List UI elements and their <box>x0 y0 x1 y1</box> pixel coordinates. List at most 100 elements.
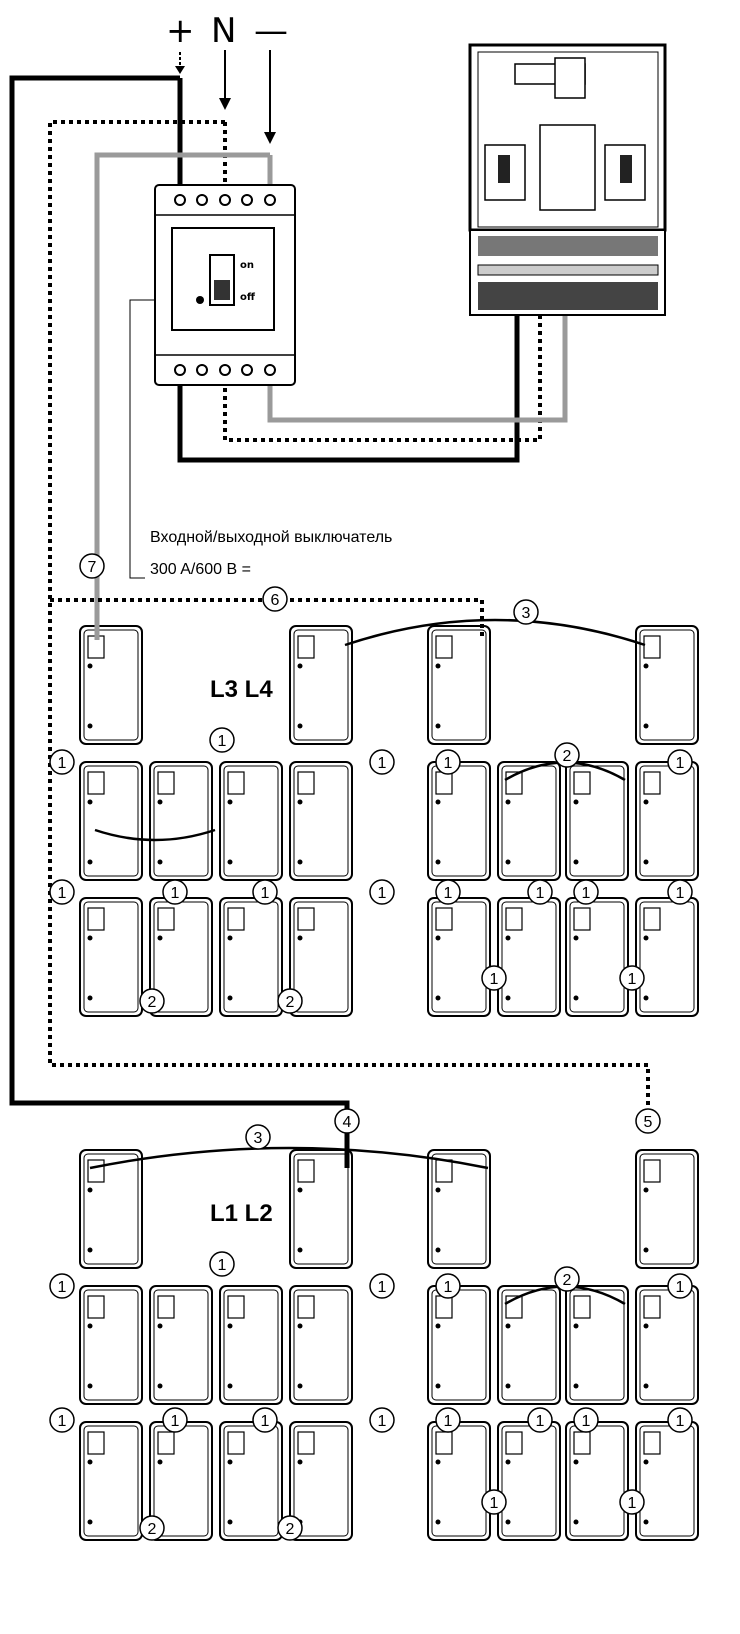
breaker-terminal <box>219 364 231 376</box>
breaker-terminal <box>241 194 253 206</box>
callout-number: 5 <box>644 1114 653 1131</box>
callout-c1: 1 <box>209 1251 235 1277</box>
callout-c1: 1 <box>619 1489 645 1515</box>
battery <box>289 897 353 1017</box>
callout-c1: 1 <box>49 1407 75 1433</box>
arrowhead-neutral <box>219 98 231 110</box>
breaker: on off <box>154 184 296 386</box>
battery <box>635 1421 699 1541</box>
battery <box>149 761 213 881</box>
callout-c1: 1 <box>49 879 75 905</box>
callout-c1: 1 <box>435 879 461 905</box>
callout-c3: 3 <box>513 599 539 625</box>
breaker-terminal <box>241 364 253 376</box>
callout-c1: 1 <box>667 1407 693 1433</box>
callout-number: 6 <box>271 592 280 609</box>
callout-number: 1 <box>58 885 67 902</box>
callout-c2: 2 <box>277 988 303 1014</box>
callout-number: 1 <box>490 1495 499 1512</box>
callout-c1: 1 <box>49 1273 75 1299</box>
callout-number: 1 <box>171 885 180 902</box>
callout-c1: 1 <box>49 749 75 775</box>
battery <box>427 897 491 1017</box>
battery <box>565 1421 629 1541</box>
breaker-terminal <box>264 194 276 206</box>
battery <box>219 1421 283 1541</box>
callout-c2: 2 <box>139 988 165 1014</box>
battery <box>79 625 143 745</box>
callout-number: 1 <box>218 733 227 750</box>
battery <box>565 1285 629 1405</box>
battery <box>635 897 699 1017</box>
callout-number: 3 <box>254 1130 263 1147</box>
negative-cable <box>94 152 270 640</box>
callout-number: 1 <box>171 1413 180 1430</box>
callout-c1: 1 <box>252 1407 278 1433</box>
battery <box>289 1285 353 1405</box>
breaker-off-label: off <box>240 292 256 303</box>
callout-c1: 1 <box>435 1273 461 1299</box>
callout-number: 2 <box>563 748 572 765</box>
callout-number: 1 <box>628 971 637 988</box>
callout-number: 2 <box>286 994 295 1011</box>
battery <box>219 897 283 1017</box>
battery <box>635 625 699 745</box>
callout-c1: 1 <box>369 1273 395 1299</box>
callout-c1: 1 <box>162 879 188 905</box>
callout-number: 3 <box>522 605 531 622</box>
callout-c4: 4 <box>334 1108 360 1134</box>
breaker-out-negative <box>267 305 568 423</box>
battery <box>79 1285 143 1405</box>
battery <box>427 1421 491 1541</box>
neutral-cable <box>48 120 650 1110</box>
neutral-bus-upper <box>50 598 484 640</box>
callout-c1: 1 <box>573 879 599 905</box>
callout-c1: 1 <box>435 1407 461 1433</box>
callout-number: 1 <box>378 1413 387 1430</box>
breaker-terminal <box>219 194 231 206</box>
callout-number: 1 <box>378 885 387 902</box>
jumper-cable <box>94 828 216 842</box>
battery <box>635 761 699 881</box>
battery <box>427 1149 491 1269</box>
breaker-out-positive <box>177 305 520 463</box>
jumper-cable <box>89 1146 489 1170</box>
callout-c7: 7 <box>79 553 105 579</box>
negative-terminal-label: — <box>254 11 288 51</box>
jumper-cable <box>344 618 646 647</box>
callout-c1: 1 <box>667 749 693 775</box>
battery <box>79 761 143 881</box>
callout-c2: 2 <box>277 1515 303 1541</box>
callout-c1: 1 <box>527 1407 553 1433</box>
callout-number: 1 <box>676 885 685 902</box>
callout-c1: 1 <box>619 965 645 991</box>
battery <box>427 761 491 881</box>
breaker-terminals <box>174 194 276 376</box>
callout-number: 1 <box>628 1495 637 1512</box>
callout-number: 1 <box>261 1413 270 1430</box>
callout-number: 1 <box>536 1413 545 1430</box>
callout-number: 1 <box>261 885 270 902</box>
callout-number: 2 <box>286 1521 295 1538</box>
callout-number: 1 <box>378 1279 387 1296</box>
battery <box>635 1149 699 1269</box>
callout-c1: 1 <box>527 879 553 905</box>
callout-number: 1 <box>444 1279 453 1296</box>
neutral-terminal-label: N <box>211 11 237 51</box>
arrowhead-minus <box>264 132 276 144</box>
callout-c2: 2 <box>554 1266 580 1292</box>
battery <box>79 897 143 1017</box>
breaker-caption-line2: 300 A/600 B = <box>150 561 251 578</box>
callout-c6: 6 <box>262 586 288 612</box>
arrowhead-plus <box>175 66 185 74</box>
ups-cabinet <box>468 43 667 316</box>
callout-c1: 1 <box>369 1407 395 1433</box>
breaker-terminal <box>174 364 186 376</box>
battery <box>79 1421 143 1541</box>
callout-number: 1 <box>490 971 499 988</box>
callout-c1: 1 <box>667 1273 693 1299</box>
battery <box>289 1421 353 1541</box>
